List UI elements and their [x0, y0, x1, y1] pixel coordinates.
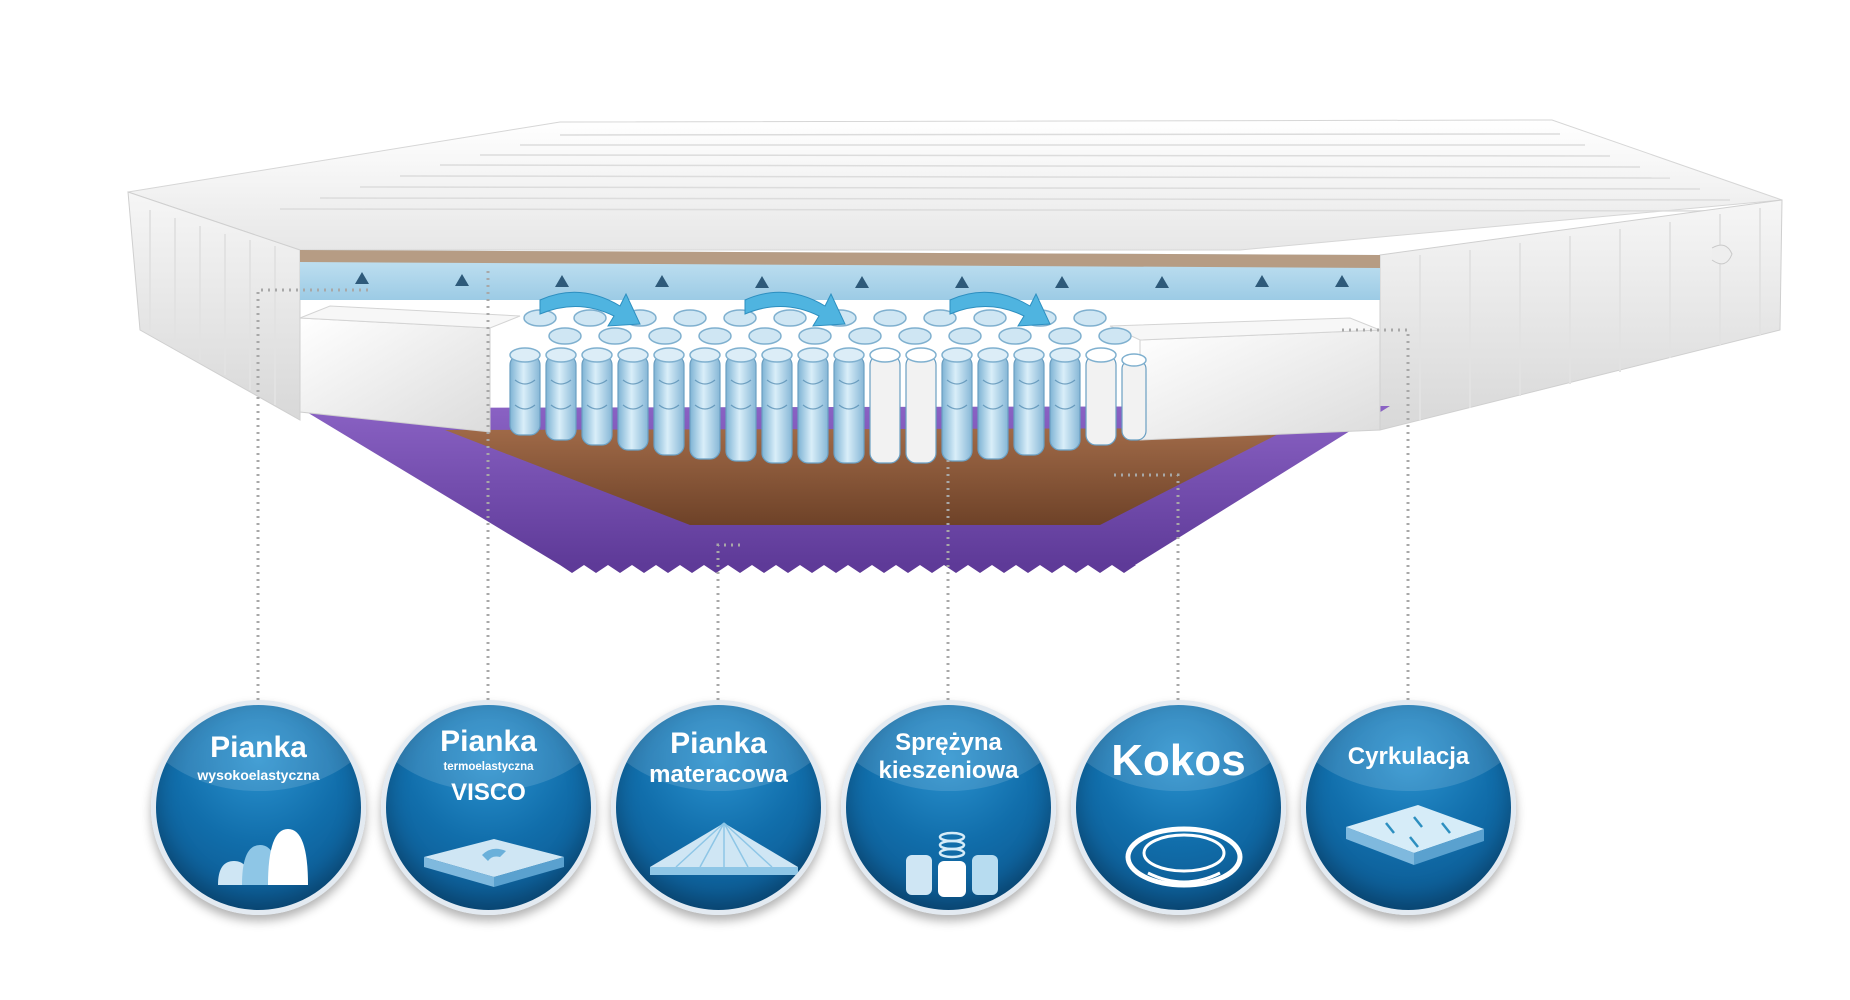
pocket-springs [509, 309, 1147, 464]
badge-visco-foam-name: VISCO [451, 779, 526, 806]
pocket-spring-icon [906, 831, 998, 897]
badge-visco-foam-subtitle: termoelastyczna [443, 761, 534, 773]
badge-mattress-foam-title: Pianka [670, 727, 767, 760]
airflow-arrows [539, 291, 1051, 327]
badge-coconut-title: Kokos [1111, 736, 1246, 785]
cover-right-side [1379, 199, 1783, 431]
badge-pocket-spring-title: Sprężyna [895, 729, 1002, 756]
badge-circulation: Cyrkulacja [1301, 700, 1516, 915]
coconut-icon [1125, 826, 1243, 888]
hr-foam-icon [218, 829, 308, 885]
badge-mattress-foam-subtitle: materacowa [649, 761, 788, 788]
badge-hr-foam: Pianka wysokoelastyczna [151, 700, 366, 915]
circulation-icon [1346, 805, 1484, 865]
badge-circulation-title: Cyrkulacja [1347, 743, 1470, 770]
mattress-top [127, 119, 1783, 251]
badge-mattress-foam: Pianka materacowa [611, 700, 826, 915]
badge-hr-foam-title: Pianka [210, 731, 307, 764]
mattress-foam-icon [650, 822, 798, 875]
badge-pocket-spring: Sprężyna kieszeniowa [841, 700, 1056, 915]
visco-foam-icon [424, 839, 564, 887]
badge-coconut: Kokos [1071, 700, 1286, 915]
badge-hr-foam-subtitle: wysokoelastyczna [197, 767, 320, 783]
coconut-layer [445, 428, 1290, 525]
hr-foam-blocks [299, 305, 1381, 441]
badge-visco-foam: Pianka termoelastyczna VISCO [381, 700, 596, 915]
badge-visco-foam-title: Pianka [440, 725, 537, 758]
callout-lines [256, 270, 1410, 700]
badge-pocket-spring-subtitle: kieszeniowa [878, 757, 1019, 784]
